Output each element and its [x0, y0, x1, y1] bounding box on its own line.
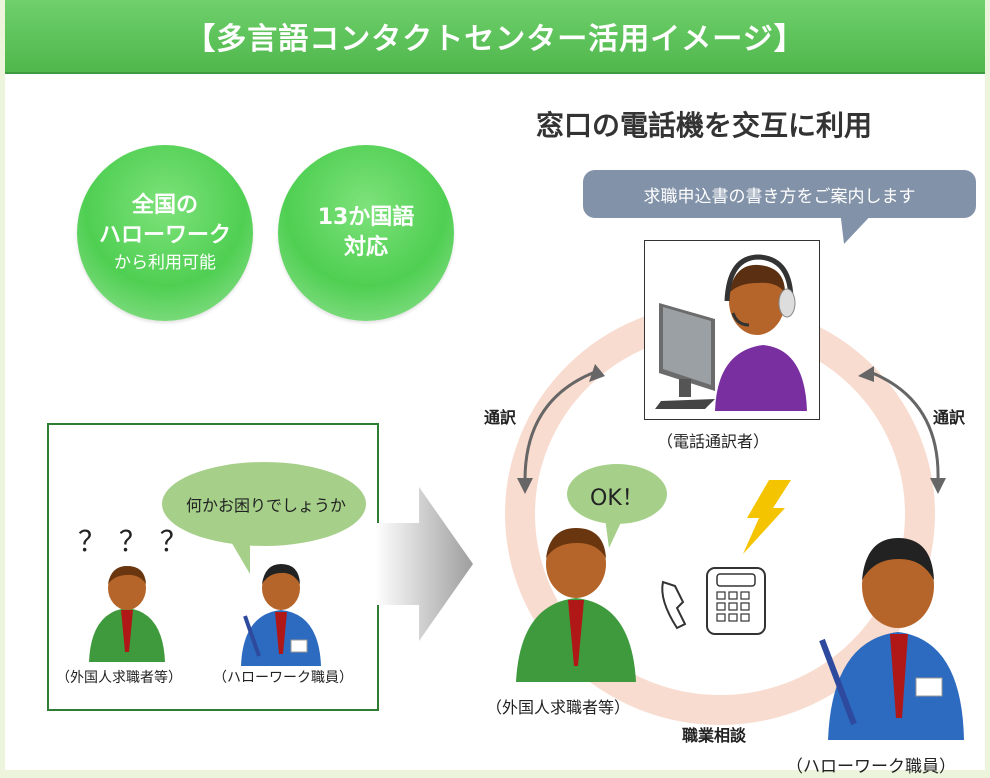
arrow-icon — [858, 366, 946, 494]
interpret-label-right: 通訳 — [933, 408, 966, 427]
staff-speech: 何かお困りでしょうか — [185, 496, 346, 515]
question-marks: ？ ？ ？ — [78, 525, 190, 558]
badge-nationwide-line1: 全国の — [131, 193, 198, 218]
left-foreigner-label: （外国人求職者等） — [56, 670, 182, 686]
person-icon — [516, 528, 636, 682]
speech-tail-blue — [840, 210, 876, 244]
person-icon — [89, 566, 165, 662]
badge-languages-line1: 13か国語 — [317, 205, 415, 230]
badge-languages-line2: 対応 — [343, 235, 388, 260]
badge-nationwide-line2: ハローワーク — [98, 223, 231, 248]
badge-languages: 13か国語 対応 — [278, 145, 454, 321]
arrow-icon — [517, 364, 605, 494]
left-staff-label: （ハローワーク職員） — [213, 670, 353, 686]
telephone-icon — [661, 567, 766, 635]
arrow-icon — [375, 487, 473, 641]
banner-title: 【多言語コンタクトセンター活用イメージ】 — [5, 0, 985, 74]
interpreter-box — [644, 240, 820, 420]
scene-heading: 窓口の電話機を交互に利用 — [536, 109, 873, 142]
badge-nationwide: 全国の ハローワーク から利用可能 — [77, 145, 253, 321]
interpreter-label: （電話通訳者） — [657, 432, 770, 451]
person-icon — [241, 564, 321, 666]
lightning-icon — [743, 480, 791, 554]
staff-speech-bubble — [162, 462, 366, 574]
headset-operator-icon — [655, 254, 807, 411]
ok-speech: OK！ — [590, 486, 644, 511]
person-icon — [819, 538, 964, 740]
badge-nationwide-line3: から利用可能 — [114, 253, 216, 273]
right-foreigner-label: （外国人求職者等） — [486, 698, 631, 717]
right-staff-label: （ハローワーク職員） — [786, 757, 956, 777]
interpret-label-left: 通訳 — [484, 408, 517, 427]
ok-speech-bubble — [567, 464, 667, 548]
consult-label: 職業相談 — [682, 726, 747, 745]
interpreter-speech: 求職申込書の書き方をご案内します — [583, 170, 976, 218]
